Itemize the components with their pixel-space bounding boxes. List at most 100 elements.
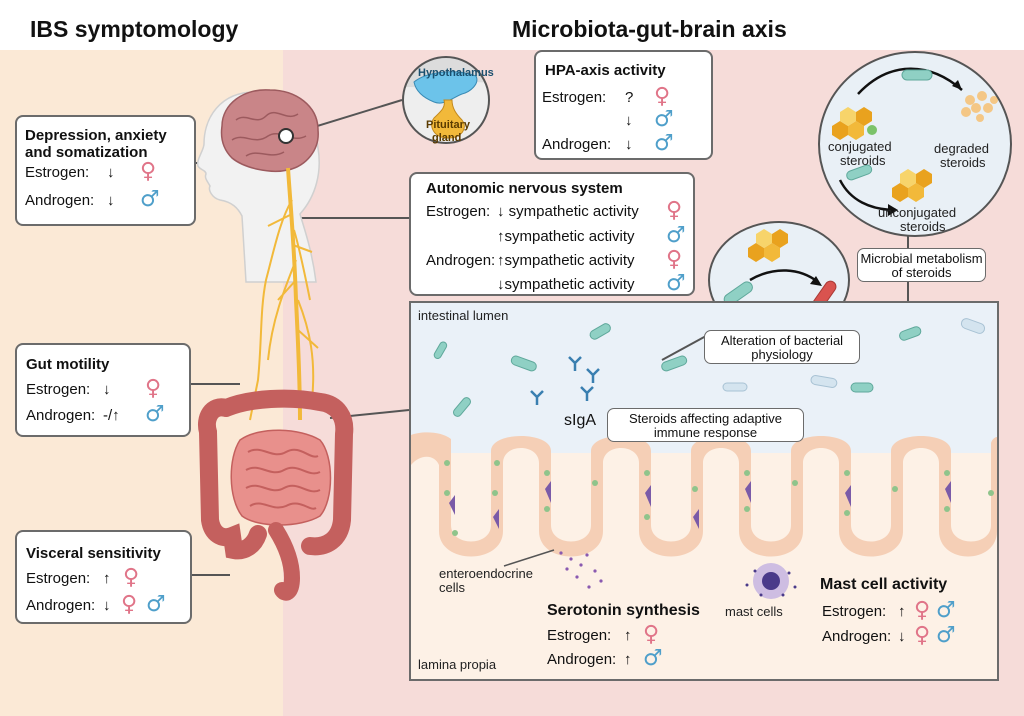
female-symbol: ♀ [666, 247, 683, 272]
male-symbol: ♂ [936, 598, 956, 623]
microbial-metabolism-label: Microbial metabolism of steroids [857, 248, 986, 282]
depression-anxiety-box [15, 115, 196, 226]
spinal-cord [286, 167, 302, 421]
mast-estrogen-label: Estrogen: [822, 603, 887, 620]
intestinal-lumen-label: intestinal lumen [418, 308, 509, 323]
pituitary-shape [431, 99, 465, 139]
steroids-immune-line1: Steroids affecting adaptive [629, 411, 782, 426]
male-symbol: ♂ [146, 592, 166, 617]
heading-ibs-symptomology: IBS symptomology [30, 16, 239, 42]
alteration-bacterial-physiology-label: Alteration of bacterial physiology [704, 330, 860, 364]
gut-motility-estrogen-arrow: ↓ [103, 381, 111, 398]
unconjugated-steroids-line2: steroids [900, 219, 946, 234]
female-symbol: ♀ [914, 623, 931, 648]
lamina-propia-label: lamina propia [418, 657, 497, 672]
ans-title: Autonomic nervous system [426, 180, 623, 197]
alteration-connector [661, 335, 707, 361]
mast-estrogen-arrow: ↑ [898, 603, 906, 620]
lumen-bacteria [433, 318, 986, 417]
female-symbol: ♀ [123, 565, 140, 590]
mast-androgen-label: Androgen: [822, 628, 892, 645]
ans-row-4: ↓sympathetic activity [497, 276, 635, 293]
small-intestine-coils [245, 448, 321, 510]
siga-antibodies [530, 356, 600, 405]
hpa-axis-box [534, 50, 713, 160]
epithelial-cells [444, 460, 994, 536]
mast-cells-label: mast cells [725, 604, 783, 619]
depression-estrogen-arrow: ↓ [107, 164, 115, 181]
brain [220, 89, 319, 172]
steroid-metabolism-circle [818, 51, 1012, 237]
visceral-estrogen-label: Estrogen: [26, 570, 91, 587]
serotonin-androgen-label: Androgen: [547, 651, 617, 668]
enteroendocrine-label-line2: cells [439, 580, 466, 595]
female-symbol: ♀ [654, 84, 671, 109]
mast-cell-activity-title: Mast cell activity [820, 576, 948, 593]
small-intestine [230, 429, 332, 526]
hpa-estrogen-label: Estrogen: [542, 89, 607, 106]
alteration-line2: physiology [751, 347, 813, 362]
nerve-branches [249, 199, 319, 421]
male-symbol: ♂ [643, 646, 663, 671]
ans-row-3: ↑sympathetic activity [497, 252, 635, 269]
conjugated-steroids-line1: conjugated [828, 139, 892, 154]
brain-folds [231, 111, 307, 157]
alteration-line1: Alteration of bacterial [720, 333, 844, 348]
serotonin-dots [559, 551, 603, 589]
male-symbol: ♂ [654, 131, 674, 156]
visceral-estrogen-arrow: ↑ [103, 570, 111, 587]
unconjugated-steroids-line1: unconjugated [878, 205, 957, 220]
ans-row-2: ↑sympathetic activity [497, 228, 635, 245]
autonomic-nervous-system-box [409, 172, 695, 296]
depression-title-line1: Depression, anxiety [25, 127, 167, 144]
male-symbol: ♂ [145, 402, 165, 427]
villi-inner [411, 448, 997, 679]
steroids-immune-line2: immune response [653, 425, 758, 440]
hypothalamus-marker [278, 128, 294, 144]
pituitary-label-line1: Pituitary [426, 119, 471, 131]
female-symbol: ♀ [140, 159, 157, 184]
gut-motility-androgen-arrow: -/↑ [103, 407, 120, 424]
mast-cell [745, 563, 797, 599]
brain-inset-circle [402, 56, 490, 144]
visceral-title: Visceral sensitivity [26, 545, 161, 562]
male-symbol: ♂ [140, 187, 160, 212]
hpa-estrogen-question: ? [625, 89, 634, 106]
hpa-androgen-arrow: ↓ [625, 136, 633, 153]
ans-androgen-label: Androgen: [426, 252, 496, 269]
hpa-mid-arrow: ↓ [625, 112, 633, 129]
degraded-steroids-line1: degraded [934, 141, 989, 156]
enteroendocrine-label-line1: enteroendocrine [439, 566, 533, 581]
large-intestine [198, 389, 354, 560]
gut-motility-estrogen-label: Estrogen: [26, 381, 91, 398]
female-symbol: ♀ [666, 198, 683, 223]
enteroendocrine-pointer [503, 549, 555, 567]
female-symbol: ♀ [121, 592, 138, 617]
degraded-steroids-line2: steroids [940, 155, 986, 170]
microbial-metabolism-line2: of steroids [891, 265, 952, 280]
pituitary-label-line2: gland [432, 132, 462, 144]
heading-microbiota-gut-brain-axis: Microbiota-gut-brain axis [512, 16, 787, 42]
steroids-adaptive-immune-label: Steroids affecting adaptive immune respo… [607, 408, 804, 442]
visceral-androgen-label: Androgen: [26, 597, 96, 614]
male-symbol: ♂ [654, 107, 674, 132]
male-symbol: ♂ [666, 271, 686, 296]
depression-estrogen-label: Estrogen: [25, 164, 90, 181]
gut-motility-title: Gut motility [26, 356, 110, 373]
ans-estrogen-label: Estrogen: [426, 203, 491, 220]
serotonin-estrogen-arrow: ↑ [624, 627, 632, 644]
hpa-title: HPA-axis activity [545, 62, 666, 79]
gut-motility-box [15, 343, 191, 437]
hypothalamus-label: Hypothalamus [418, 67, 494, 79]
rectum [268, 522, 301, 601]
visceral-androgen-arrow: ↓ [103, 597, 111, 614]
depression-androgen-label: Androgen: [25, 192, 95, 209]
siga-label: sIgA [564, 412, 597, 429]
conjugated-steroids-line2: steroids [840, 153, 886, 168]
hpa-androgen-label: Androgen: [542, 136, 612, 153]
ans-row-1: ↓ sympathetic activity [497, 203, 639, 220]
mast-androgen-arrow: ↓ [898, 628, 906, 645]
depression-title-line2: and somatization [25, 144, 148, 161]
